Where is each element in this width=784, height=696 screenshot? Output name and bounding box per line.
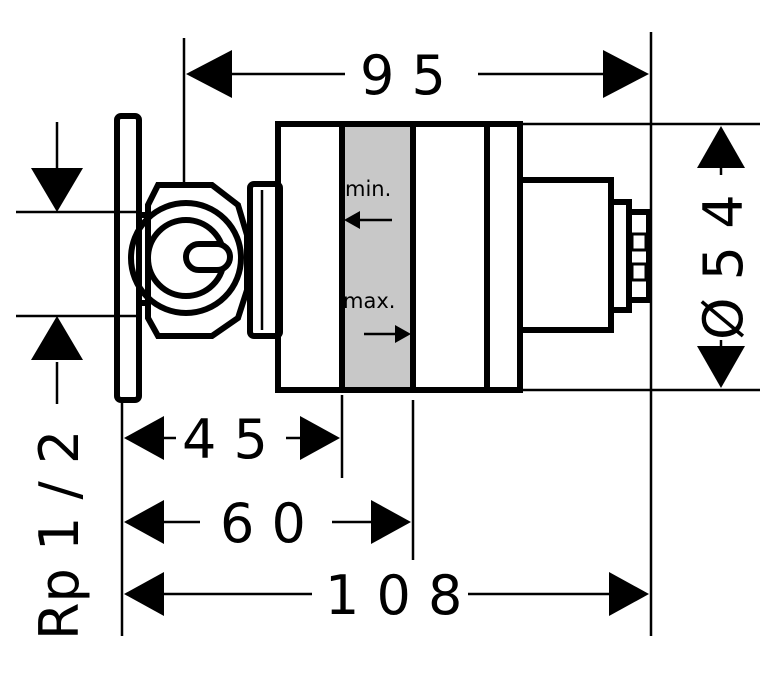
dimension-108: 1 0 8 [124,564,649,627]
dimension-thread-rp-1-2: Rp 1 / 2 [28,122,91,640]
pipe-connection [128,182,250,339]
dimension-diameter-54-value: Ø 5 4 [692,194,755,340]
dimension-60: 6 0 [124,492,411,555]
temperature-setting-band [344,126,412,388]
cartridge-body [275,121,523,393]
mounting-flange [114,113,142,403]
min-label: min. [345,177,391,201]
connecting-nut [244,181,283,339]
dimension-95-value: 9 5 [360,44,446,107]
max-label: max. [343,289,395,313]
extension-lines [16,32,760,636]
dimension-108-value: 1 0 8 [325,564,462,627]
dimension-diameter-54: Ø 5 4 [692,126,755,388]
dimension-60-value: 6 0 [220,492,306,555]
dimension-45-value: 4 5 [182,408,268,471]
dimension-45: 4 5 [124,408,340,471]
max-indicator: max. [343,289,411,343]
dimension-95: 9 5 [186,44,649,107]
spindle [517,148,652,364]
thread-size-value: Rp 1 / 2 [28,430,91,640]
min-indicator: min. [344,177,392,229]
